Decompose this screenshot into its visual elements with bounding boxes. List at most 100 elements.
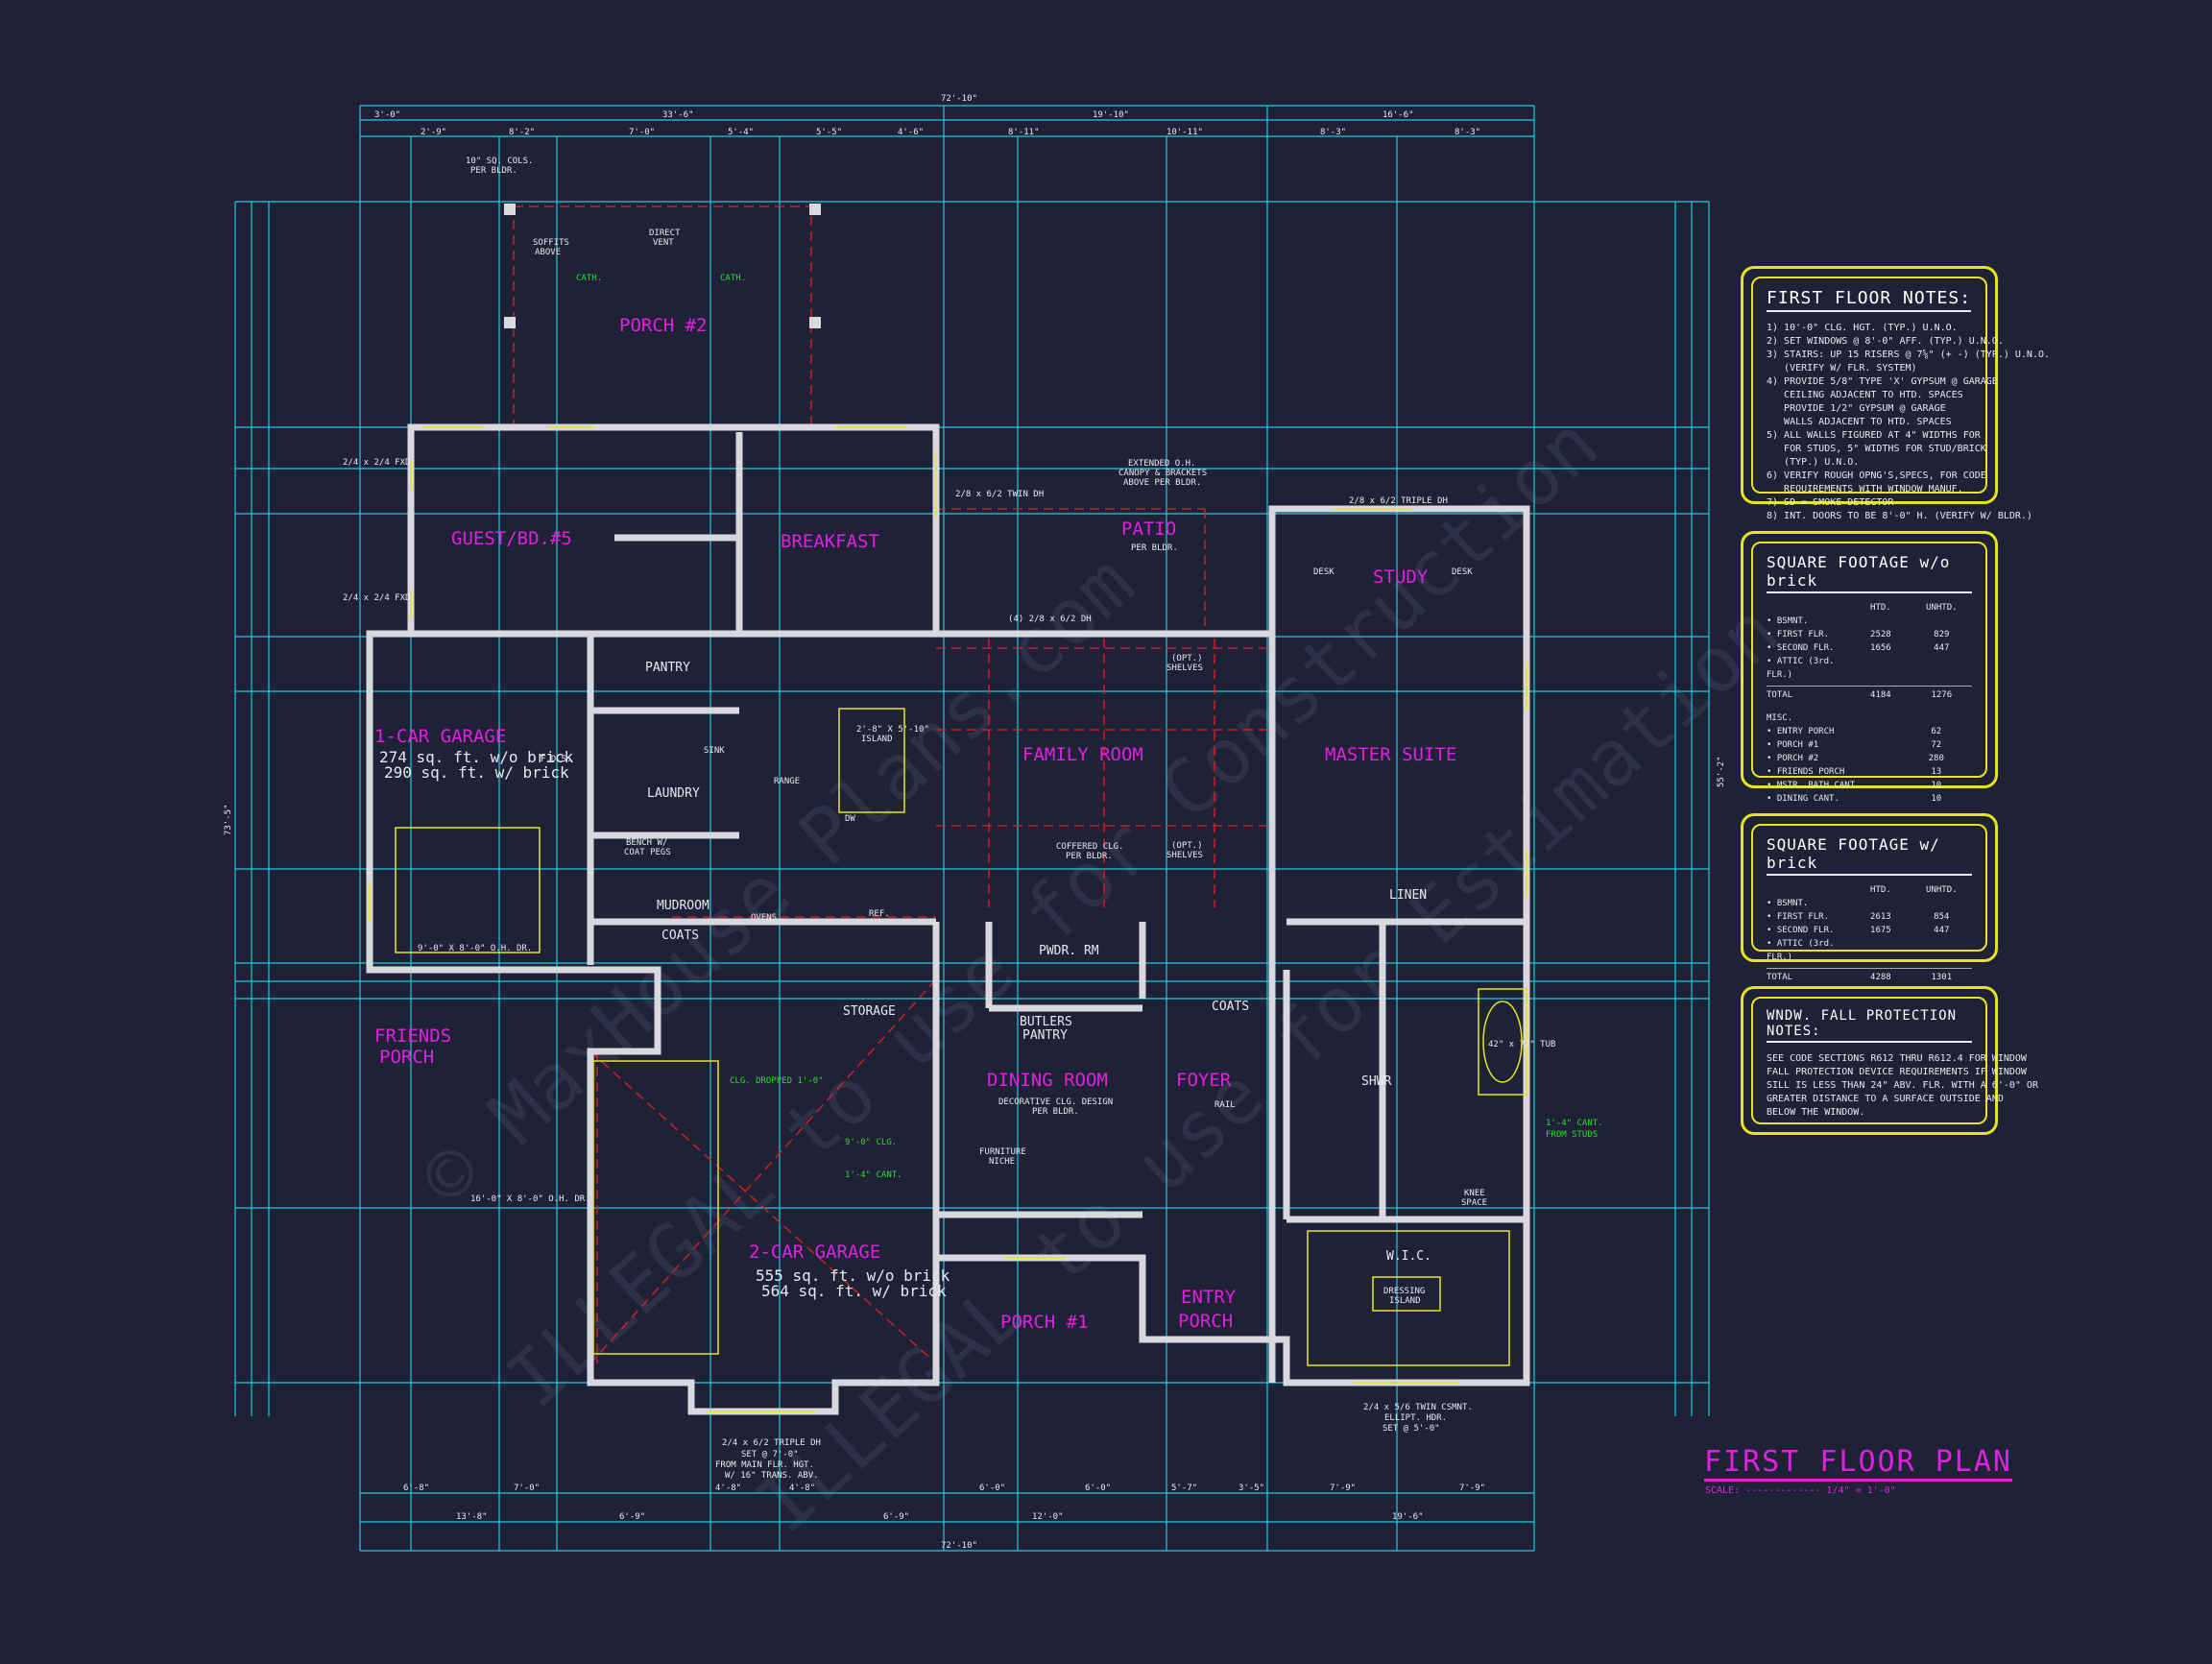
label-tub: 42" x 72" TUB (1488, 1040, 1555, 1049)
note-furniture2: NICHE (989, 1157, 1015, 1167)
porch-columns (504, 204, 821, 328)
misc-value: 62 (1931, 727, 1942, 736)
sqft-w-total-htd: 4288 (1870, 973, 1891, 982)
note-coffered2: PER BLDR. (1066, 852, 1113, 861)
room-dressing: DRESSING (1383, 1287, 1425, 1296)
sqft-cell-label: • FIRST FLR. (1767, 912, 1830, 922)
note-cant-studs2: FROM STUDS (1546, 1130, 1598, 1140)
note-ohdr1: 9'-0" X 8'-0" O.H. DR. (418, 944, 532, 953)
sqft-cell-htd: 1656 (1870, 643, 1891, 653)
note-line: PROVIDE 1/2" GYPSUM @ GARAGE (1767, 403, 1946, 414)
misc-label: • FRIENDS PORCH (1767, 767, 1845, 777)
label-desk-2: DESK (1452, 567, 1473, 577)
dim-top1: 3'-0" (374, 110, 400, 120)
room-foyer: FOYER (1176, 1070, 1232, 1091)
room-garage2: 2-CAR GARAGE (749, 1242, 880, 1263)
room-porch2: PORCH #2 (619, 315, 708, 336)
note-dec-clg2: PER BLDR. (1032, 1107, 1079, 1117)
note-twin-csmt2: ELLIPT. HDR. (1384, 1413, 1447, 1423)
dim-bot2b: 6'-9" (619, 1512, 645, 1522)
dim-bot2c: 6'-9" (883, 1512, 909, 1522)
note-dec-clg: DECORATIVE CLG. DESIGN (998, 1097, 1113, 1107)
note-ext-oh3: ABOVE PER BLDR. (1123, 478, 1201, 488)
fall-protection-panel: WNDW. FALL PROTECTION NOTES: SEE CODE SE… (1741, 986, 2038, 1135)
sqft-wo-col2: UNHTD. (1926, 603, 1958, 613)
dim-top2: 33'-6" (662, 110, 694, 120)
dim-r2b: 8'-2" (509, 128, 535, 137)
note-patio-dh: (4) 2/8 x 6/2 DH (1008, 615, 1092, 624)
note-cols2: PER BLDR. (470, 166, 517, 176)
room-entry2: PORCH (1178, 1311, 1233, 1332)
sqft-cell-unhtd (1911, 937, 1972, 964)
note-triple-dh: 2/4 x 6/2 TRIPLE DH (722, 1438, 821, 1448)
sqft-cell-label: • BSMNT. (1767, 616, 1809, 626)
dim-bot2a: 13'-8" (456, 1512, 488, 1522)
label-ref: REF. (869, 909, 890, 919)
garage-sqft: 274 sq. ft. w/o brick 290 sq. ft. w/ bri… (379, 748, 950, 1300)
sqft-cell-htd: 2528 (1870, 630, 1891, 639)
note-opt-shelves-b: (OPT.) (1171, 841, 1203, 851)
note-line: BELOW THE WINDOW. (1767, 1107, 1865, 1118)
annotations: 10" SQ. COLS. PER BLDR. SOFFITS ABOVE DI… (343, 157, 1555, 1481)
label-sink: SINK (704, 746, 725, 756)
sqft-cell-label: • FIRST FLR. (1767, 630, 1830, 639)
note-line: 8) INT. DOORS TO BE 8'-0" H. (VERIFY W/ … (1767, 511, 2032, 521)
note-line: 1) 10'-0" CLG. HGT. (TYP.) U.N.O. (1767, 323, 1958, 333)
misc-row: • DINING CANT.10 (1767, 792, 1972, 806)
room-master: MASTER SUITE (1325, 744, 1456, 765)
plan-title: FIRST FLOOR PLAN (1704, 1445, 2012, 1482)
note-line: CEILING ADJACENT TO HTD. SPACES (1767, 390, 1963, 400)
room-garage1: 1-CAR GARAGE (374, 726, 506, 747)
dimension-text: 72'-10" 3'-0" 33'-6" 19'-10" 16'-6" 2'-9… (224, 94, 1726, 1551)
walls (366, 423, 1530, 1415)
garage1-sqft-1: 274 sq. ft. w/o brick (379, 748, 574, 766)
sqft-cell-unhtd (1911, 655, 1972, 682)
dim-bot6: 6'-0" (1085, 1483, 1111, 1493)
note-coffered: COFFERED CLG. (1056, 842, 1123, 852)
note-line: 2) SET WINDOWS @ 8'-0" AFF. (TYP.) U.N.O… (1767, 336, 2004, 347)
dim-r2a: 2'-9" (421, 128, 446, 137)
first-floor-notes-panel: FIRST FLOOR NOTES: 1) 10'-0" CLG. HGT. (… (1741, 266, 2050, 521)
sqft-without-brick-panel: SQUARE FOOTAGE w/o brick HTD.UNHTD. • BS… (1741, 531, 1998, 804)
room-family: FAMILY ROOM (1022, 744, 1143, 765)
note-line: GREATER DISTANCE TO A SURFACE OUTSIDE AN… (1767, 1094, 2004, 1104)
note-direct-vent: DIRECT (649, 229, 681, 238)
watermark: © MaxHouse Plans.com ILLEGAL to use for … (403, 399, 1795, 1550)
note-ext-oh: EXTENDED O.H. (1128, 459, 1195, 469)
dim-r2g: 8'-11" (1008, 128, 1040, 137)
note-triple-dh2: 2/8 x 6/2 TRIPLE DH (1349, 496, 1448, 506)
note-set3: W/ 16" TRANS. ABV. (725, 1471, 819, 1481)
room-dining: DINING ROOM (987, 1070, 1108, 1091)
note-knee2: SPACE (1461, 1198, 1487, 1208)
room-butlers2: PANTRY (1022, 1028, 1068, 1043)
label-patio-sub: PER BLDR. (1131, 543, 1178, 553)
sqft-cell-unhtd: 854 (1934, 912, 1950, 922)
green-notes: CATH. CATH. CLG. DROPPED 1'-0" 9'-0" CLG… (576, 274, 1603, 1180)
sqft-row: • BSMNT. (1767, 897, 1972, 910)
room-guest: GUEST/BD.#5 (451, 528, 572, 549)
note-clg-dropped: CLG. DROPPED 1'-0" (730, 1076, 824, 1086)
note-cant: 1'-4" CANT. (845, 1170, 902, 1180)
note-direct-vent2: VENT (653, 238, 674, 248)
sqft-wo-col1: HTD. (1870, 603, 1891, 613)
note-knee: KNEE (1464, 1189, 1485, 1198)
dim-r2j: 8'-3" (1455, 128, 1480, 137)
sqft-cell-htd (1850, 655, 1911, 682)
room-laundry: LAUNDRY (647, 786, 700, 801)
room-wic: W.I.C. (1386, 1249, 1431, 1264)
note-line: (VERIFY W/ FLR. SYSTEM) (1767, 363, 1917, 374)
misc-value: 10 (1931, 794, 1942, 804)
note-line: REQUIREMENTS WITH WINDOW MANUF. (1767, 484, 1963, 494)
sqft-row: • ATTIC (3rd. FLR.) (1767, 937, 1972, 964)
sqft-cell-label: • SECOND FLR. (1767, 926, 1835, 935)
note-line: 7) SD = SMOKE DETECTOR (1767, 497, 1894, 508)
sqft-cell-label: • BSMNT. (1767, 899, 1809, 908)
room-labels: PORCH #2 GUEST/BD.#5 BREAKFAST PATIO STU… (374, 315, 1456, 1333)
note-ohdr2: 16'-0" X 8'-0" O.H. DR. (470, 1194, 590, 1204)
